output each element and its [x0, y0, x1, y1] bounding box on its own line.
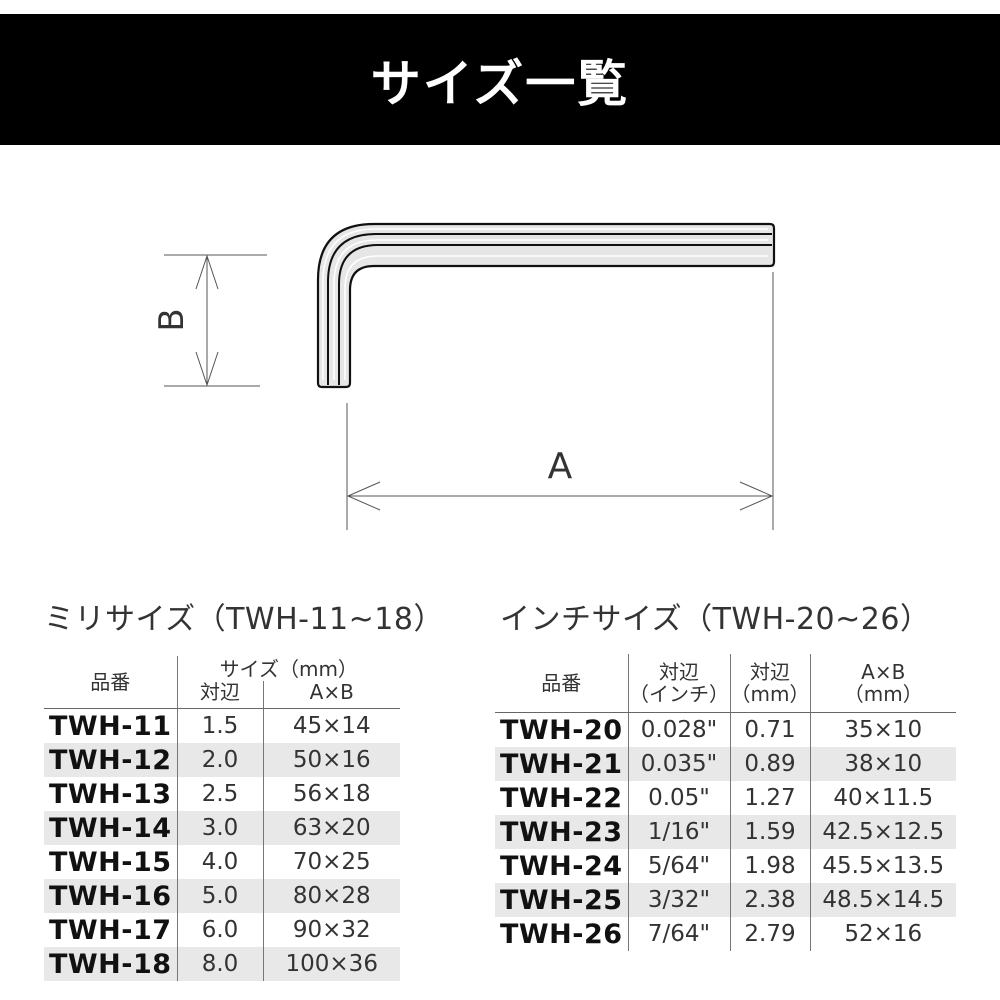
table-row: TWH-23 1/16" 1.59 42.5×12.5: [495, 815, 956, 849]
axb-value: 40×11.5: [809, 781, 956, 815]
header-banner: サイズ一覧: [0, 14, 1000, 145]
table-row: TWH-15 4.0 70×25: [44, 845, 400, 879]
part-code: TWH-21: [495, 747, 628, 781]
across-flats-value: 5.0: [176, 879, 263, 913]
hex-key-diagram: B A: [152, 222, 776, 530]
axb-value: 35×10: [809, 712, 956, 747]
across-flats-inch-value: 0.035": [627, 747, 730, 781]
metric-section-title: ミリサイズ（TWH-11~18）: [44, 602, 444, 637]
header-across-flats-mm-line2: （mm）: [730, 682, 810, 706]
inch-size-table: 品番 対辺 （インチ） 対辺 （mm） A×B （mm） TWH-20 0.02…: [495, 654, 956, 951]
part-code: TWH-23: [495, 815, 628, 849]
across-flats-mm-value: 0.89: [729, 747, 810, 781]
part-code: TWH-20: [499, 714, 623, 746]
across-flats-inch-value: 3/32": [627, 883, 730, 917]
hex-key-l-wrench-icon: [316, 222, 776, 389]
table-row: TWH-17 6.0 90×32: [44, 913, 400, 947]
table-row: TWH-18 8.0 100×36: [44, 947, 400, 981]
axb-value: 42.5×12.5: [809, 815, 956, 849]
across-flats-mm-value: 1.27: [729, 781, 810, 815]
table-row: TWH-13 2.5 56×18: [44, 777, 400, 811]
axb-value: 50×16: [262, 743, 400, 777]
metric-size-table: 品番 サイズ（mm） 対辺 A×B TWH-11 1.5 45×14 TWH-1…: [44, 656, 400, 981]
label-a: A: [548, 446, 573, 487]
across-flats-value: 1.5: [176, 708, 263, 743]
across-flats-inch-value: 5/64": [627, 849, 730, 883]
header-axb: A×B: [262, 680, 400, 709]
part-code: TWH-11: [48, 710, 172, 742]
table-row: TWH-11 1.5 45×14: [44, 708, 400, 743]
label-b: B: [152, 308, 192, 331]
across-flats-value: 2.0: [176, 743, 263, 777]
table-row: TWH-26 7/64" 2.79 52×16: [495, 917, 956, 951]
part-code: TWH-18: [44, 947, 177, 981]
part-code: TWH-13: [48, 778, 172, 810]
table-row: TWH-14 3.0 63×20: [44, 811, 400, 845]
across-flats-mm-value: 0.71: [729, 712, 810, 747]
axb-value: 63×20: [262, 811, 400, 845]
part-code: TWH-12: [44, 743, 177, 777]
axb-value: 70×25: [262, 845, 400, 879]
header-across-flats-mm-line1: 対辺: [750, 660, 790, 684]
axb-value: 48.5×14.5: [809, 883, 956, 917]
across-flats-value: 4.0: [176, 845, 263, 879]
header-across-flats-inch-line2: （インチ）: [629, 682, 729, 706]
across-flats-value: 6.0: [176, 913, 263, 947]
header-across-flats: 対辺: [176, 680, 263, 709]
table-row: TWH-12 2.0 50×16: [44, 743, 400, 777]
across-flats-value: 8.0: [176, 947, 263, 981]
axb-value: 80×28: [262, 879, 400, 913]
table-row: TWH-20 0.028" 0.71 35×10: [495, 712, 956, 747]
axb-value: 100×36: [262, 947, 400, 981]
header-part-no: 品番: [495, 654, 628, 713]
axb-value: 45×14: [262, 708, 400, 743]
header-size-group: サイズ（mm）: [176, 656, 400, 681]
header-across-flats-inch-line1: 対辺: [659, 660, 699, 684]
axb-value: 52×16: [809, 917, 956, 951]
table-row: TWH-16 5.0 80×28: [44, 879, 400, 913]
table-row: TWH-21 0.035" 0.89 38×10: [495, 747, 956, 781]
axb-value: 38×10: [809, 747, 956, 781]
page-title: サイズ一覧: [370, 54, 630, 113]
part-code: TWH-25: [495, 883, 628, 917]
axb-value: 56×18: [262, 777, 400, 811]
across-flats-mm-value: 2.38: [729, 883, 810, 917]
across-flats-mm-value: 1.98: [729, 849, 810, 883]
part-code: TWH-16: [44, 879, 177, 913]
across-flats-mm-value: 1.59: [729, 815, 810, 849]
header-across-flats-mm: 対辺 （mm）: [729, 654, 810, 713]
table-row: TWH-24 5/64" 1.98 45.5×13.5: [495, 849, 956, 883]
axb-value: 90×32: [262, 913, 400, 947]
header-axb-line1: A×B: [861, 660, 906, 684]
across-flats-inch-value: 1/16": [627, 815, 730, 849]
across-flats-value: 3.0: [176, 811, 263, 845]
part-code: TWH-15: [48, 846, 172, 878]
inch-section-title: インチサイズ（TWH-20~26）: [500, 602, 931, 637]
across-flats-inch-value: 7/64": [627, 917, 730, 951]
across-flats-inch-value: 0.028": [627, 712, 730, 747]
header-axb: A×B （mm）: [809, 654, 956, 713]
part-code: TWH-14: [44, 811, 177, 845]
across-flats-mm-value: 2.79: [729, 917, 810, 951]
table-row: TWH-25 3/32" 2.38 48.5×14.5: [495, 883, 956, 917]
part-code: TWH-17: [48, 914, 172, 946]
header-part-no: 品番: [44, 656, 177, 709]
axb-value: 45.5×13.5: [809, 849, 956, 883]
part-code: TWH-26: [499, 918, 623, 950]
dimension-a: [346, 272, 774, 530]
across-flats-inch-value: 0.05": [627, 781, 730, 815]
table-row: TWH-22 0.05" 1.27 40×11.5: [495, 781, 956, 815]
dimension-b: [164, 254, 267, 387]
across-flats-value: 2.5: [176, 777, 263, 811]
part-code: TWH-24: [499, 850, 623, 882]
header-axb-line2: （mm）: [843, 682, 923, 706]
header-across-flats-inch: 対辺 （インチ）: [627, 654, 730, 713]
part-code: TWH-22: [499, 782, 623, 814]
